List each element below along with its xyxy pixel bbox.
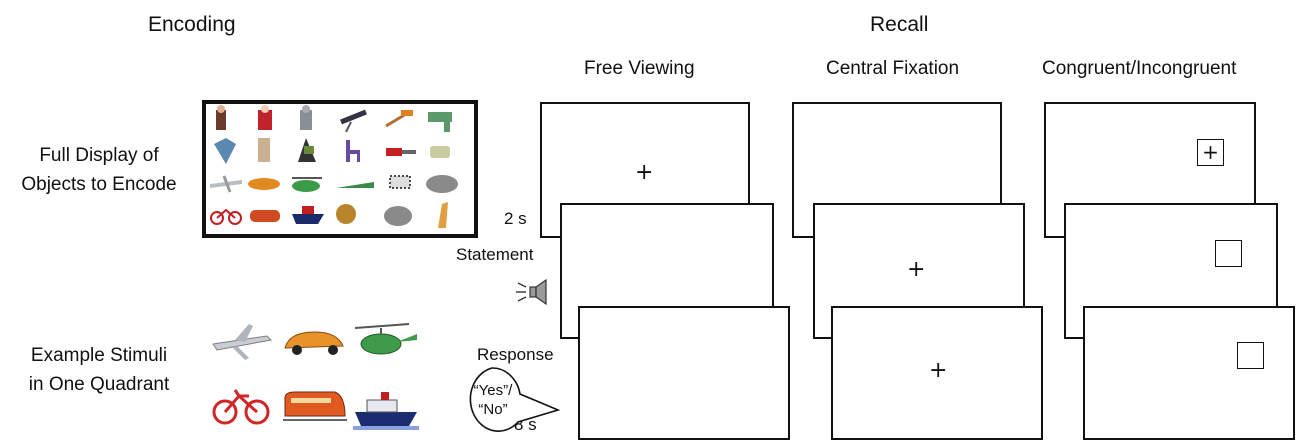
car-thumbnail <box>248 178 280 190</box>
chair-thumbnail <box>346 140 360 162</box>
probe-square <box>1237 342 1264 369</box>
object-display-grid <box>202 100 478 238</box>
time-2s-label: 2 s <box>504 209 527 228</box>
fixation-cross: + <box>929 358 948 383</box>
full-display-label-line1: Full Display of <box>39 145 159 166</box>
encoding-heading: Encoding <box>148 13 236 36</box>
statement-label: Statement <box>456 245 534 264</box>
fixation-cross: + <box>1202 140 1219 164</box>
full-display-label-line2: Objects to Encode <box>21 174 177 195</box>
telescope-thumbnail <box>340 109 367 133</box>
bubble-text-yes: “Yes”/ <box>473 382 513 399</box>
bicycle-thumbnail <box>210 208 242 225</box>
probe-square <box>1215 240 1242 267</box>
congruent-heading: Congruent/Incongruent <box>1042 58 1237 79</box>
full-display-label: Full Display of Objects to Encode <box>0 141 198 199</box>
probe-square: + <box>1197 139 1224 166</box>
congruent-frame-3 <box>1083 306 1295 440</box>
phone-thumbnail <box>430 146 450 158</box>
example-stimuli-label-line1: Example Stimuli <box>30 345 168 366</box>
airplane-stimulus <box>212 324 273 360</box>
fixation-cross: + <box>907 257 926 282</box>
angel-thumbnail <box>214 138 236 164</box>
chainsaw-thumbnail <box>386 148 416 156</box>
example-stimuli-label-line2: in One Quadrant <box>28 374 170 395</box>
free-viewing-heading: Free Viewing <box>584 58 695 79</box>
object-thumbnails <box>210 105 458 228</box>
central-fixation-frame-3: + <box>831 306 1043 440</box>
bubble-text: “Yes”/ “No” <box>468 381 518 419</box>
hairdryer-thumbnail <box>428 112 452 132</box>
example-stimuli-label: Example Stimuli in One Quadrant <box>0 341 198 399</box>
response-label: Response <box>477 345 554 364</box>
free-viewing-frame-3 <box>578 306 790 440</box>
lion-thumbnail <box>336 204 356 224</box>
elephant-thumbnail <box>384 206 412 226</box>
ship-stimulus <box>353 392 419 430</box>
ship-thumbnail <box>292 206 324 224</box>
person-thumbnail <box>216 105 226 130</box>
zebra-thumbnail <box>389 175 411 189</box>
train-thumbnail <box>250 210 280 222</box>
robot-thumbnail <box>300 105 312 130</box>
fixation-cross: + <box>635 160 654 185</box>
rhino-thumbnail <box>426 175 458 193</box>
helicopter-thumbnail <box>292 177 322 192</box>
train-stimulus <box>283 391 347 421</box>
central-fixation-heading: Central Fixation <box>826 58 960 79</box>
car-stimulus <box>284 331 344 355</box>
example-stimuli <box>212 323 419 430</box>
bubble-text-no: “No” <box>478 401 508 418</box>
speaker-icon <box>516 278 547 306</box>
recall-heading: Recall <box>870 13 929 36</box>
speech-bubble <box>469 367 561 432</box>
bicycle-stimulus <box>212 389 270 425</box>
crocodile-thumbnail <box>336 182 374 188</box>
mummy-thumbnail <box>258 138 270 162</box>
hammer-thumbnail <box>385 110 413 128</box>
helicopter-stimulus <box>354 323 417 355</box>
giraffe-thumbnail <box>438 202 448 228</box>
airplane-thumbnail <box>210 175 242 193</box>
witch-thumbnail <box>298 138 316 162</box>
santa-thumbnail <box>258 105 272 130</box>
